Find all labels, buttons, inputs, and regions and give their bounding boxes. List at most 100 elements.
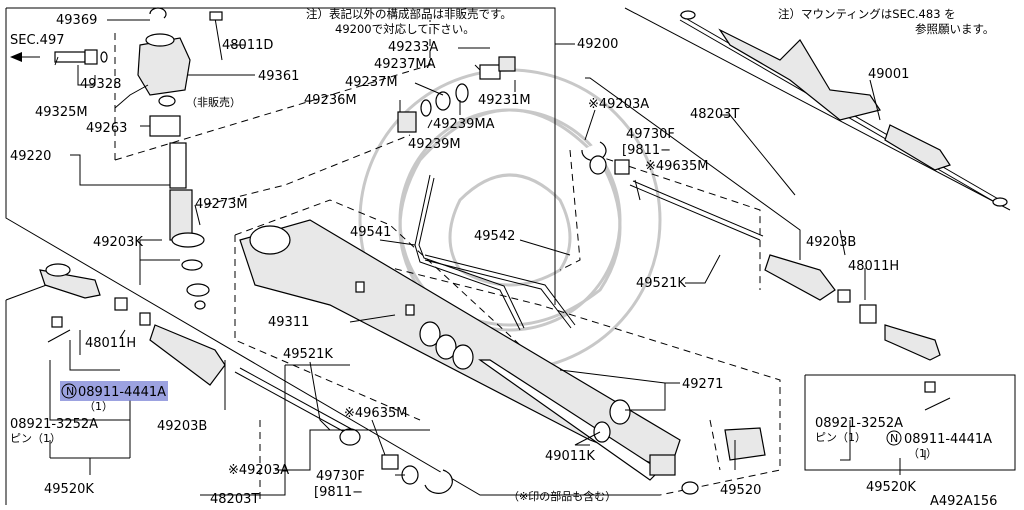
label-49001[interactable]: 49001 xyxy=(868,67,909,82)
label-08911-left[interactable]: 08911-4441A xyxy=(78,385,166,400)
tie-rod-end-left xyxy=(39,269,101,299)
n-mark-right: N xyxy=(890,432,898,445)
label-48011H-left[interactable]: 48011H xyxy=(85,336,136,351)
tie-rod-end-a xyxy=(680,10,696,20)
label-49541[interactable]: 49541 xyxy=(350,225,391,240)
plug xyxy=(194,300,206,310)
bearing-49273M xyxy=(171,232,205,248)
ball-joint-left xyxy=(45,263,71,277)
label-49203K[interactable]: 49203K xyxy=(93,235,143,250)
label-49542[interactable]: 49542 xyxy=(474,229,515,244)
label-49011K-note: （※印の部品も含む） xyxy=(508,489,616,503)
label-48203T-left[interactable]: 48203T xyxy=(210,492,259,507)
label-49231M[interactable]: 49231M xyxy=(478,93,531,108)
note-left-line1: 注）表記以外の構成部品は非販売です。 xyxy=(306,7,512,21)
inner-rod-49521K-left xyxy=(234,371,351,436)
n-mark-left: N xyxy=(66,385,74,398)
frame-lines xyxy=(5,7,1016,505)
tube-49542 xyxy=(424,254,576,326)
label-49203A-right[interactable]: ※49203A xyxy=(588,97,649,112)
label-49361[interactable]: 49361 xyxy=(258,69,299,84)
label-49730F-right[interactable]: 49730F xyxy=(626,127,675,142)
leader-lines xyxy=(10,19,926,496)
ring-49237M xyxy=(435,91,451,111)
label-49311[interactable]: 49311 xyxy=(268,315,309,330)
label-49520K-left[interactable]: 49520K xyxy=(44,482,94,497)
rack-end xyxy=(649,454,676,476)
label-49239M[interactable]: 49239M xyxy=(408,137,461,152)
label-49328[interactable]: 49328 xyxy=(80,77,121,92)
label-49011K[interactable]: 49011K xyxy=(545,449,595,464)
n-mark-right-icon xyxy=(886,430,902,446)
left-tie-rod-group xyxy=(39,263,453,494)
label-49521K-left[interactable]: 49521K xyxy=(283,347,333,362)
label-08911-left-qty: （1） xyxy=(84,400,113,413)
bolt-head xyxy=(209,11,223,21)
o-ring-a xyxy=(419,321,441,347)
label-49325M[interactable]: 49325M xyxy=(35,105,88,120)
label-49273M[interactable]: 49273M xyxy=(195,197,248,212)
clip-left xyxy=(139,312,151,326)
ring-49271 xyxy=(609,399,631,425)
housing-cap xyxy=(145,33,175,47)
sec-ref[interactable]: SEC.497 xyxy=(10,33,65,48)
valve-housing-group xyxy=(54,7,223,310)
label-49520K-right[interactable]: 49520K xyxy=(866,480,916,495)
seal-ring xyxy=(158,95,176,107)
union-bolt xyxy=(54,51,86,63)
ring-49011K xyxy=(593,421,611,443)
n-mark-left-icon xyxy=(61,383,77,399)
label-49237M[interactable]: 49237M xyxy=(345,75,398,90)
boot-49001 xyxy=(884,124,951,171)
label-49730F-left[interactable]: 49730F xyxy=(316,469,365,484)
washer-49635M-right xyxy=(614,159,630,175)
label-49203A-left[interactable]: ※49203A xyxy=(228,463,289,478)
arrow-left-icon xyxy=(10,52,22,62)
tube-group xyxy=(414,174,576,331)
label-49236M[interactable]: 49236M xyxy=(304,93,357,108)
tie-rod-end-right xyxy=(884,324,941,361)
label-49263[interactable]: 49263 xyxy=(86,121,127,136)
label-08911-right-qty: （1） xyxy=(908,447,937,460)
cap-49231M xyxy=(498,56,516,72)
label-49200[interactable]: 49200 xyxy=(577,37,618,52)
housing-flange xyxy=(249,225,291,255)
label-08921-right[interactable]: 08921-3252A xyxy=(815,416,903,431)
nut-48011H-left xyxy=(114,297,128,311)
label-48011H-right[interactable]: 48011H xyxy=(848,259,899,274)
label-49521K-right[interactable]: 49521K xyxy=(636,276,686,291)
label-49635M-left[interactable]: ※49635M xyxy=(344,406,407,421)
label-49237MA[interactable]: 49237MA xyxy=(374,57,436,72)
label-08921-right-pin: ピン（1） xyxy=(815,431,866,444)
o-ring-c xyxy=(452,344,474,370)
fitting-b xyxy=(405,304,415,316)
label-hihanbai: （非販売） xyxy=(186,96,241,109)
label-08921-left[interactable]: 08921-3252A xyxy=(10,417,98,432)
nut-right xyxy=(924,381,936,393)
label-49520[interactable]: 49520 xyxy=(720,483,761,498)
label-49239MA[interactable]: 49239MA xyxy=(433,117,495,132)
label-49635M-right[interactable]: ※49635M xyxy=(645,159,708,174)
label-48203T-right[interactable]: 48203T xyxy=(690,107,739,122)
washer-49635M-left xyxy=(381,454,399,470)
ring-49237MA xyxy=(455,83,469,103)
boot-49520 xyxy=(724,427,766,461)
note-left-line2: 49200で対応して下さい。 xyxy=(335,22,475,36)
label-49220[interactable]: 49220 xyxy=(10,149,51,164)
label-48011D[interactable]: 48011D xyxy=(222,38,273,53)
label-49203B-right[interactable]: 49203B xyxy=(806,235,856,250)
label-49271[interactable]: 49271 xyxy=(682,377,723,392)
seal-49203K xyxy=(186,283,210,297)
label-49203B-left[interactable]: 49203B xyxy=(157,419,207,434)
label-49233A[interactable]: 49233A xyxy=(388,40,438,55)
label-49369[interactable]: 49369 xyxy=(56,13,97,28)
bolt-48011D xyxy=(214,17,223,61)
tie-rod-end-b xyxy=(992,197,1008,207)
o-ring-49328 xyxy=(100,51,108,63)
label-08911-right[interactable]: 08911-4441A xyxy=(904,432,992,447)
note-right-line2: 参照願います。 xyxy=(915,22,994,36)
tube-49541 xyxy=(414,174,521,331)
snap-ring-49369 xyxy=(149,7,167,19)
label-9811-left: [9811− xyxy=(314,485,363,500)
